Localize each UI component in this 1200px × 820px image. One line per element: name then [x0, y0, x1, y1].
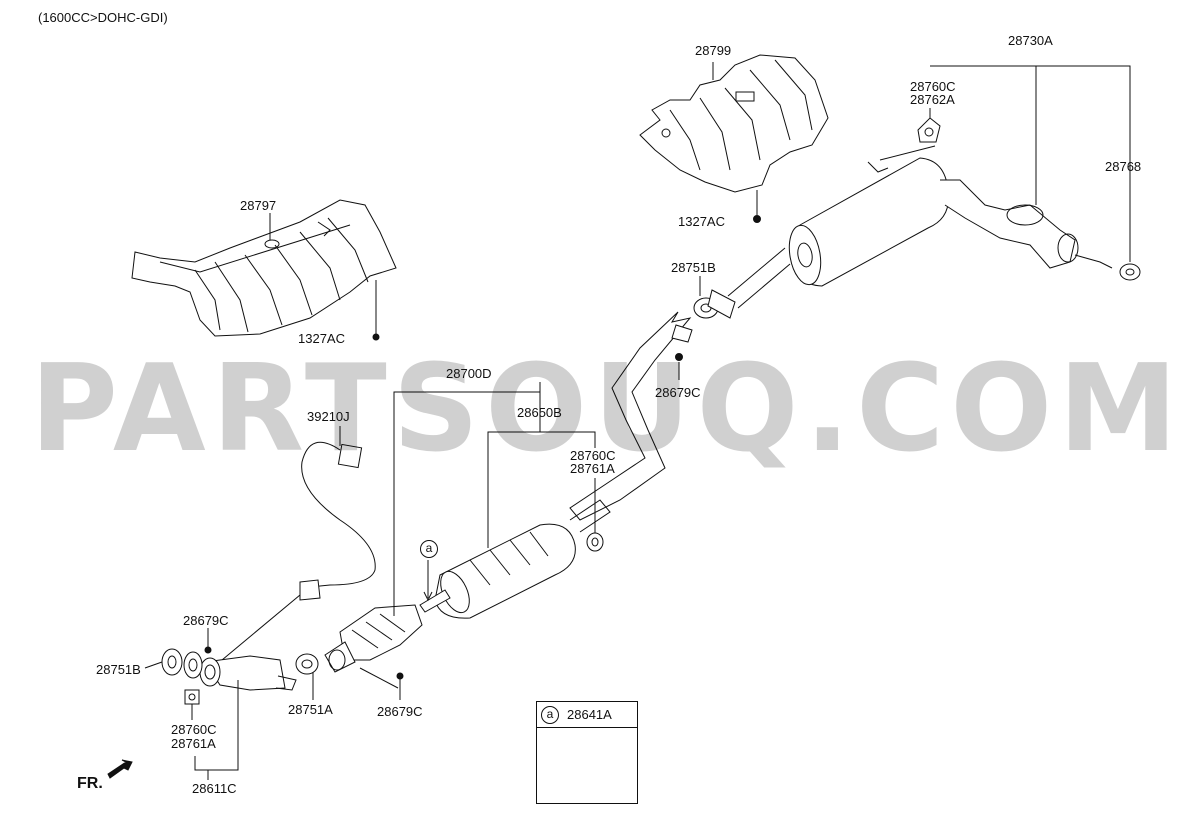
part-label-28611c[interactable]: 28611C — [192, 781, 237, 796]
hanger-28760c-top[interactable] — [917, 117, 941, 143]
part-label-28679c-right[interactable]: 28679C — [655, 385, 701, 400]
center-muffler-28650b[interactable] — [434, 499, 611, 619]
part-label-28679c-left[interactable]: 28679C — [183, 613, 229, 628]
leader-28751b-left — [144, 661, 163, 669]
leader-28650b — [487, 431, 596, 548]
intermediate-pipe — [419, 589, 451, 613]
gasket-28751a[interactable] — [295, 653, 319, 675]
gasket-28751b-right[interactable] — [693, 289, 736, 319]
nut-1327ac-left — [372, 333, 380, 341]
part-label-28751a[interactable]: 28751A — [288, 702, 333, 717]
center-pipe[interactable] — [569, 311, 693, 521]
front-label: FR. — [77, 775, 103, 792]
part-label-28760c-bot[interactable]: 28760C — [171, 722, 217, 737]
part-label-28700d[interactable]: 28700D — [446, 366, 492, 381]
part-label-28797[interactable]: 28797 — [240, 198, 277, 213]
part-label-28762a[interactable]: 28762A — [910, 92, 955, 107]
part-label-39210j[interactable]: 39210J — [307, 409, 350, 424]
detail-marker-a[interactable]: a — [420, 540, 438, 558]
part-label-28679c-mid[interactable]: 28679C — [377, 704, 423, 719]
part-label-1327ac-top[interactable]: 1327AC — [678, 214, 725, 229]
gasket-28751b-left[interactable] — [161, 648, 183, 676]
part-label-28751b-right[interactable]: 28751B — [671, 260, 716, 275]
part-label-28768[interactable]: 28768 — [1105, 159, 1142, 174]
part-label-28761a-mid[interactable]: 28761A — [570, 461, 615, 476]
leader-39210j-to-pipe — [221, 594, 301, 661]
gasket-28751b-left-2[interactable] — [183, 651, 203, 679]
heat-shield-28799[interactable] — [639, 54, 829, 193]
part-label-28760c-top[interactable]: 28760C — [910, 79, 956, 94]
part-label-28751b-left[interactable]: 28751B — [96, 662, 141, 677]
inset-part-label[interactable]: 28641A — [567, 707, 612, 722]
detail-inset-box[interactable]: a 28641A — [536, 701, 638, 804]
nut-28679c-mid — [396, 672, 404, 680]
nut-1327ac-top — [753, 215, 761, 223]
hanger-28768[interactable] — [1119, 263, 1141, 281]
front-pipe-28611c[interactable] — [199, 655, 297, 691]
front-direction-arrow — [107, 759, 133, 779]
leader-28679c-mid — [359, 667, 399, 689]
oxygen-sensor-39210j[interactable] — [299, 441, 376, 601]
part-label-28760c-mid[interactable]: 28760C — [570, 448, 616, 463]
catalytic-converter-28700d[interactable] — [324, 604, 423, 673]
hanger-28760c-mid[interactable] — [586, 532, 604, 552]
part-label-28730a[interactable]: 28730A — [1008, 33, 1053, 48]
part-label-28761a-bot[interactable]: 28761A — [171, 736, 216, 751]
part-label-1327ac-left[interactable]: 1327AC — [298, 331, 345, 346]
arrow-detail-a — [423, 591, 433, 602]
hanger-28760c-bot[interactable] — [184, 689, 200, 705]
part-label-28650b[interactable]: 28650B — [517, 405, 562, 420]
nut-28679c-left — [204, 646, 212, 654]
part-label-28799[interactable]: 28799 — [695, 43, 732, 58]
leader-28700d — [393, 391, 541, 616]
rear-muffler-28730a[interactable] — [727, 145, 1113, 309]
heat-shield-28797[interactable] — [131, 199, 397, 337]
inset-marker: a — [541, 706, 559, 724]
inset-header: a 28641A — [537, 702, 637, 728]
nut-28679c-right — [675, 353, 683, 361]
engine-spec-label: (1600CC>DOHC-GDI) — [38, 10, 168, 25]
leader-28611c — [194, 680, 239, 771]
